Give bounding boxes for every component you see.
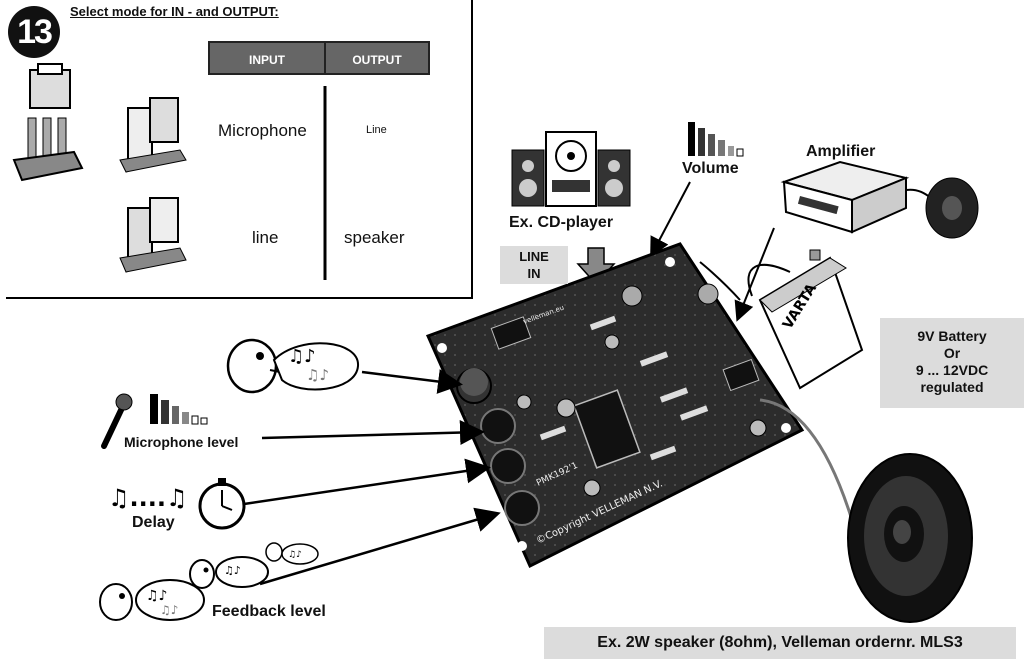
row1-input: Microphone [218,121,307,140]
stopwatch-icon [198,478,246,530]
jumper-microphone-position-icon [119,97,187,173]
amplifier-icon [780,160,979,239]
table-header-input: INPUT [208,41,326,75]
microphone-level-label: Microphone level [124,434,239,450]
level-bars-icon [150,394,208,425]
row1-output: Line [366,124,387,136]
amplifier-arrow [734,227,775,322]
feedback-level-arrow [259,507,501,586]
delay-notes-icon: ♫....♫ [108,484,188,512]
volume-bars-icon [688,122,744,157]
volume-arrow [650,181,691,258]
delay-label: Delay [132,514,175,531]
battery-info-box: 9V Battery Or 9 ... 12VDC regulated [880,318,1024,408]
pcb-board [425,242,805,569]
feedback-level-label: Feedback level [212,603,326,620]
speaker-note-box: Ex. 2W speaker (8ohm), Velleman ordernr.… [544,627,1016,659]
battery-line-2: Or [943,345,961,361]
microphone-level-arrow [261,420,485,446]
volume-label: Volume [682,160,739,177]
step-title: Select mode for IN - and OUTPUT: [70,4,279,19]
speaker-icon [759,398,973,623]
battery-line-4: regulated [920,379,984,395]
line-in-label-2: IN [527,266,541,281]
delay-arrow [243,458,491,506]
music-notes-icon: ♫♪ [288,346,316,367]
battery-line-1: 9V Battery [917,328,987,344]
voice-arrow [361,369,463,394]
jumper-line-position-icon [119,197,187,273]
feedback-faces-icon: ♫♪ ♫♪ ♫♪ ♫♪ [99,542,319,621]
jumper-header-icon [12,117,84,182]
battery-line-3: 9 ... 12VDC [915,362,989,378]
svg-text:♫♪: ♫♪ [146,588,168,604]
amplifier-label: Amplifier [806,143,876,160]
svg-text:♫♪: ♫♪ [288,550,302,560]
line-in-label-1: LINE [519,249,549,264]
voice-face-icon [226,338,360,394]
svg-text:♫♪: ♫♪ [224,564,241,577]
row2-input: line [252,228,279,247]
cd-player-icon [511,131,631,207]
step-number-badge: 13 [8,6,60,58]
handheld-microphone-icon [101,393,133,449]
svg-text:♫♪: ♫♪ [306,366,329,384]
cd-player-label: Ex. CD-player [509,214,614,231]
svg-text:♫♪: ♫♪ [160,603,178,617]
table-header-output: OUTPUT [324,41,430,75]
jumper-cap-icon [29,63,71,109]
row2-output: speaker [344,228,405,247]
mode-panel-border [6,0,473,299]
line-in-box: LINE IN [500,246,568,284]
battery-9v-icon [699,249,864,390]
